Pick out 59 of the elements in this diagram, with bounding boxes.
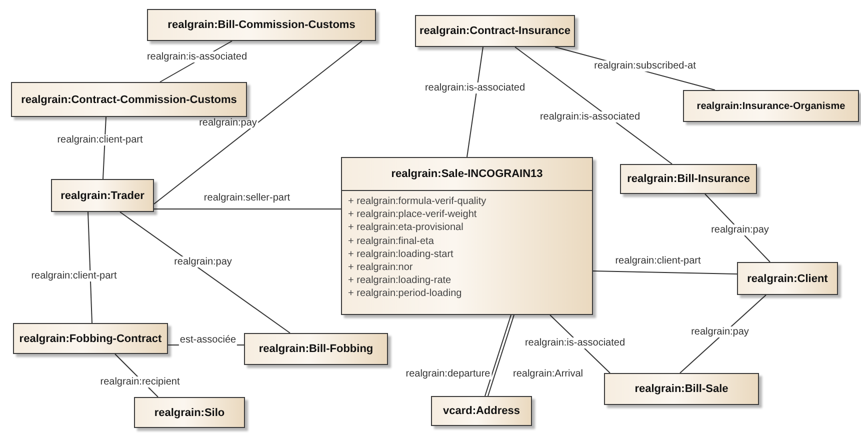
class-box [134,397,245,428]
class-box [11,82,247,117]
edge-label: realgrain:client-part [30,270,118,282]
attribute-text: + realgrain:eta-provisional [348,221,464,235]
edge-label: realgrain:is-associated [146,52,248,62]
class-box [13,323,168,354]
class-name: realgrain:Bill-Fobbing [258,343,374,355]
class-name: realgrain:Client [746,272,829,284]
class-box [415,15,575,47]
edge-label: realgrain:client-part [614,256,702,266]
class-name: realgrain:Bill-Commission-Customs [166,19,356,31]
edge-label: realgrain:departure [404,368,492,380]
association-line [154,40,362,204]
class-box [604,373,759,405]
attribute-text: + realgrain:loading-start [348,248,454,262]
edge-label: realgrain:recipient [99,376,181,388]
association-line [514,46,672,164]
class-name: realgrain:Contract-Commission-Customs [20,94,238,106]
edge-label: realgrain:Arrival [512,368,584,380]
attribute-text: + realgrain:final-eta [348,234,435,248]
association-line [592,270,738,274]
class-name: realgrain:Sale-INCOGRAIN13 [390,168,544,180]
edge-label: realgrain:pay [198,118,258,128]
class-name: realgrain:Silo [153,406,226,418]
edge-label: realgrain:seller-part [202,192,292,204]
class-box [51,179,154,212]
class-box [683,90,859,122]
edge-label: realgrain:subscribed-at [593,60,697,72]
edge-label: realgrain:pay [173,256,233,268]
edge-label: realgrain:is-associated [524,338,626,348]
edge-label: realgrain:pay [710,224,770,236]
attribute-text: + realgrain:loading-rate [348,274,452,288]
attribute-text: + realgrain:formula-verif-quality [348,195,488,208]
class-name: realgrain:Fobbing-Contract [18,332,163,344]
edge-label: est-associée [178,334,238,346]
association-line [680,294,766,374]
attribute-text: + realgrain:place-verif-weight [348,208,478,222]
class-box [737,262,838,295]
class-name: vcard:Address [442,405,522,417]
edge-label: realgrain:is-associated [424,82,526,94]
association-line [154,208,342,210]
edge-label: realgrain:pay [690,326,750,338]
class-name: realgrain:Bill-Sale [634,383,730,395]
class-box [620,164,757,194]
class-name: realgrain:Bill-Insurance [626,173,751,185]
attribute-text: + realgrain:period-loading [348,287,463,301]
edge-label: realgrain:is-associated [538,112,642,122]
class-name: realgrain:Trader [60,190,146,202]
class-name: realgrain:Insurance-Organisme [696,100,846,112]
class-box [147,9,376,41]
class-box [431,396,532,426]
association-line [88,212,92,324]
class-box [341,157,593,315]
attribute-text: + realgrain:nor [348,261,414,274]
class-box [244,333,388,365]
association-line [120,212,290,334]
edge-label: realgrain:client-part [56,134,144,146]
association-line [466,46,484,158]
class-name: realgrain:Contract-Insurance [418,25,572,37]
